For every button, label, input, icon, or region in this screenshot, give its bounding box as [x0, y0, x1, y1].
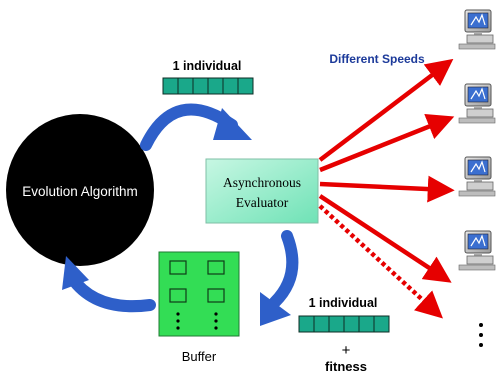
arrow-to-algorithm — [62, 256, 156, 313]
top-individual-chromosome — [162, 77, 254, 95]
evaluator-label-line1: Asynchronous — [223, 175, 301, 190]
arrow-to-evaluator — [140, 103, 252, 151]
different-speeds-label: Different Speeds — [329, 52, 425, 66]
arrow-to-computer-1 — [318, 58, 454, 162]
bottom-individual-chromosome — [298, 315, 390, 333]
arrow-to-more-computers — [318, 204, 443, 319]
evolution-algorithm-label: Evolution Algorithm — [22, 184, 138, 199]
computer-icon — [458, 156, 496, 197]
computer-icon — [458, 9, 496, 50]
evolution-algorithm-node — [6, 114, 154, 266]
arrow-to-computer-2 — [319, 113, 455, 173]
bottom-individual-label: 1 individual — [309, 296, 378, 310]
computer-icon — [458, 83, 496, 124]
buffer-box — [158, 251, 240, 337]
plus-sign: + — [342, 342, 351, 359]
buffer-label: Buffer — [182, 349, 217, 364]
arrow-to-computer-4 — [318, 194, 452, 283]
top-individual-label: 1 individual — [173, 59, 242, 73]
fitness-label: fitness — [325, 359, 367, 374]
asynchronous-evaluator-box — [205, 158, 319, 224]
evaluator-label-line2: Evaluator — [236, 195, 289, 210]
computer-icon — [458, 230, 496, 271]
arrow-to-buffer — [260, 230, 299, 326]
more-computers-ellipsis — [479, 323, 483, 347]
arrow-to-computer-3 — [319, 175, 455, 203]
buffer-slots — [169, 260, 225, 303]
buffer-ellipsis — [176, 312, 218, 330]
speed-arrows — [318, 58, 455, 319]
